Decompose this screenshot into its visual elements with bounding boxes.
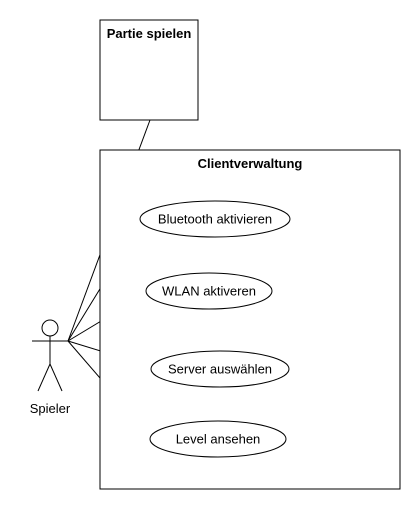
- actor-leg-left: [37, 363, 51, 392]
- use-case-ellipse: [149, 420, 287, 458]
- box-partie-spielen: Partie spielen: [99, 19, 199, 121]
- actor-head: [41, 319, 59, 337]
- use-case-label: Level ansehen: [176, 432, 261, 447]
- use-case-ellipse: [150, 350, 290, 388]
- use-case-ellipse: [139, 200, 291, 238]
- box-partie-spielen-title: Partie spielen: [107, 26, 192, 41]
- actor-spieler: Spieler: [30, 319, 71, 416]
- actor-label: Spieler: [30, 401, 71, 416]
- use-case-label: WLAN aktiveren: [162, 284, 256, 299]
- actor-leg-right: [49, 363, 63, 392]
- use-case-wlan-aktiveren: WLAN aktiveren: [145, 272, 273, 310]
- use-case-server-auswaehlen: Server auswählen: [150, 350, 290, 388]
- use-case-ellipse: [145, 272, 273, 310]
- use-case-label: Bluetooth aktivieren: [158, 212, 272, 227]
- system-boundary-clientverwaltung: Clientverwaltung Bluetooth aktivieren WL…: [99, 149, 401, 490]
- use-case-label: Server auswählen: [168, 362, 272, 377]
- use-case-bluetooth-aktivieren: Bluetooth aktivieren: [139, 200, 291, 238]
- clientverwaltung-title: Clientverwaltung: [198, 156, 303, 171]
- box-partie-spielen-frame: [99, 19, 199, 121]
- use-case-level-ansehen: Level ansehen: [149, 420, 287, 458]
